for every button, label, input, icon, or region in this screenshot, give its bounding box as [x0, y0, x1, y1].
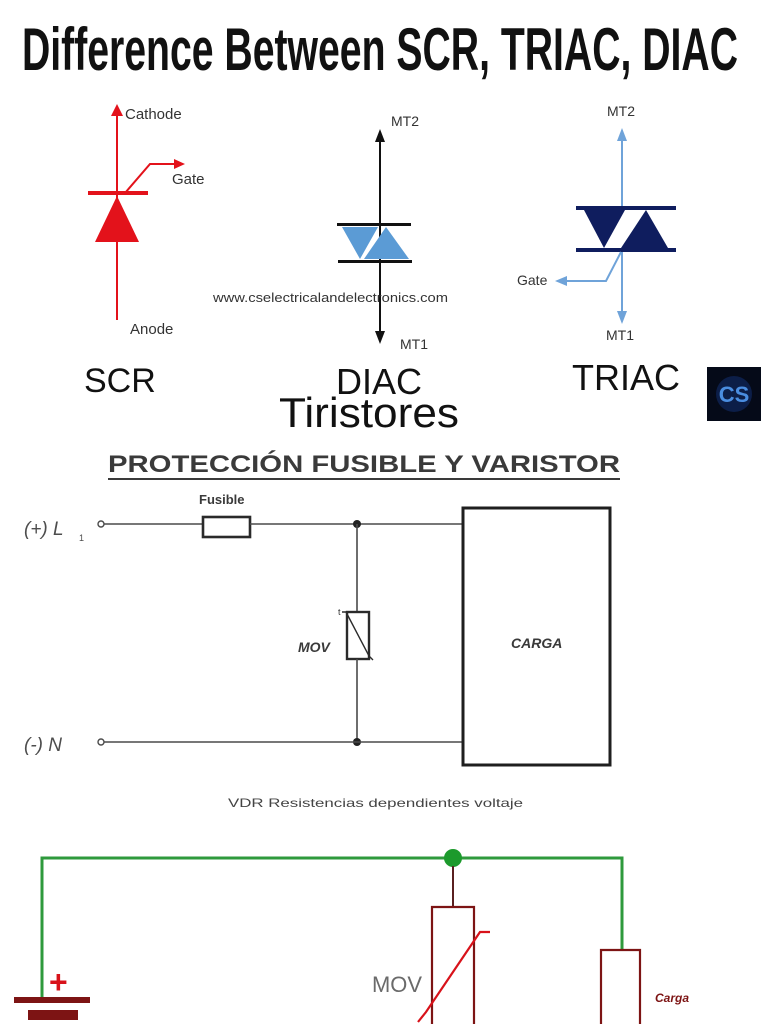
scr-anode-label: Anode [130, 321, 173, 338]
triac-right-triangle [621, 210, 668, 248]
triac-gate-arrow-icon [555, 276, 567, 286]
scr-gate-label: Gate [172, 171, 205, 188]
thyristors-caption: Tiristores [279, 389, 459, 436]
varistor-label: MOV [298, 639, 332, 655]
positive-terminal-label: (+) L [24, 519, 64, 540]
logo-text: CS [719, 382, 750, 407]
watermark-url: www.cselectricalandelectronics.com [212, 290, 448, 305]
circuit-caption: VDR Resistencias dependientes voltaje [228, 796, 523, 810]
green-wire [40, 856, 624, 997]
scr-triangle [95, 196, 139, 242]
logo-glow [716, 376, 752, 412]
scr-gate-lead [124, 163, 176, 194]
triac-mt1-label: MT1 [606, 327, 634, 343]
triac-gate-label: Gate [517, 272, 548, 288]
triac-symbol: MT2 Gate MT1 TRIAC [517, 103, 680, 398]
battery-short-plate [28, 1010, 78, 1020]
diac-name: DIAC [336, 361, 422, 402]
diac-symbol: MT2 MT1 DIAC [336, 113, 428, 402]
triac-gate-lead [566, 251, 622, 282]
channel-logo: CS [707, 367, 761, 421]
triac-mt2-label: MT2 [607, 103, 635, 119]
fuse-varistor-circuit: PROTECCIÓN FUSIBLE Y VARISTOR (+) L 1 (-… [24, 450, 620, 810]
triac-mt1-arrow-icon [617, 311, 627, 324]
triac-top-bar [576, 206, 676, 210]
scr-name: SCR [84, 362, 156, 400]
scr-bar [88, 191, 148, 195]
diac-mt1-arrow-icon [375, 331, 385, 344]
scr-gate-arrow-icon [174, 159, 185, 169]
varistor-diagonal [342, 611, 374, 661]
battery-positive-sign: + [49, 964, 68, 1000]
load-body [599, 948, 642, 1024]
scr-cathode-arrow-icon [111, 104, 123, 116]
diac-top-bar [337, 223, 411, 226]
circuit-title: PROTECCIÓN FUSIBLE Y VARISTOR [108, 450, 620, 478]
diac-left-triangle [342, 227, 378, 259]
load-label: CARGA [511, 635, 562, 651]
negative-terminal-label: (-) N [24, 735, 62, 756]
scr-cathode-label: Cathode [125, 106, 182, 123]
diac-right-triangle [364, 227, 409, 259]
mov-label: MOV [372, 972, 422, 997]
diac-mt1-label: MT1 [400, 336, 428, 352]
load-box [461, 506, 612, 767]
triac-name: TRIAC [572, 357, 680, 398]
green-junction-dot [444, 849, 462, 867]
battery-long-plate [14, 997, 90, 1003]
diac-mt2-arrow-icon [375, 129, 385, 142]
diac-bottom-bar [338, 260, 412, 263]
mov-diagonal [417, 930, 490, 1023]
positive-terminal-subscript: 1 [79, 533, 84, 543]
load-label-small: Carga [655, 991, 689, 1005]
varistor-mark: t [338, 607, 341, 617]
scr-symbol: Cathode Gate Anode SCR [84, 104, 205, 400]
triac-left-triangle [584, 210, 625, 248]
diac-mt2-label: MT2 [391, 113, 419, 129]
page-title: Difference Between SCR, TRIAC, DIAC [22, 16, 738, 83]
triac-mt2-arrow-icon [617, 128, 627, 141]
battery-varistor-circuit: MOV Carga + [14, 849, 689, 1024]
mov-body [430, 905, 476, 1024]
fuse-label: Fusible [199, 492, 245, 507]
fuse-symbol [201, 515, 252, 539]
triac-bottom-bar [576, 248, 676, 252]
